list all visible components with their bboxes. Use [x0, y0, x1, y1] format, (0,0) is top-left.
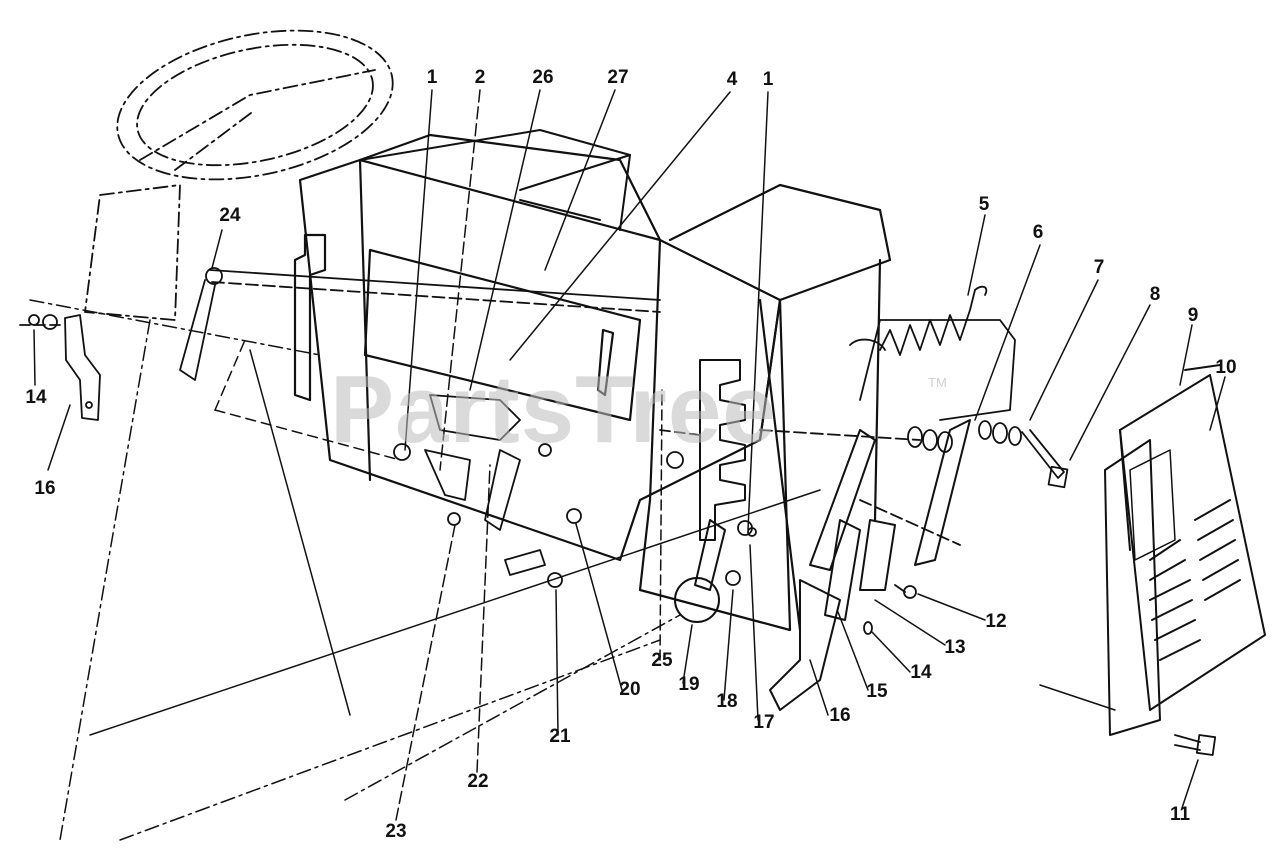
- callout-5: 5: [978, 194, 990, 215]
- shaft: [179, 267, 661, 381]
- top-cover: [359, 129, 631, 231]
- shift-gate: [699, 359, 746, 541]
- callout-25: 25: [651, 650, 673, 671]
- callout-22: 22: [467, 771, 489, 792]
- callout-17: 17: [753, 712, 775, 733]
- callout-19: 19: [678, 674, 700, 695]
- callout-7: 7: [1093, 257, 1105, 278]
- left-bracket: [19, 314, 101, 421]
- side-panel: [1104, 364, 1266, 736]
- callout-4: 4: [726, 69, 738, 90]
- callout-13: 13: [944, 637, 966, 658]
- shift-lever: [674, 519, 726, 623]
- callout-26: 26: [532, 67, 554, 88]
- spring: [849, 285, 988, 356]
- console-hardware: [393, 394, 757, 588]
- linkage-arms: [769, 419, 971, 711]
- bolt-11: [1174, 734, 1217, 756]
- watermark: PartsTree: [330, 356, 777, 463]
- callout-20: 20: [619, 679, 641, 700]
- callout-16: 16: [34, 478, 56, 499]
- console-housing: [293, 133, 782, 562]
- callout-2: 2: [474, 67, 486, 88]
- callout-9: 9: [1187, 305, 1199, 326]
- callout-18: 18: [716, 691, 738, 712]
- callout-1: 1: [426, 67, 438, 88]
- steering-wheel: [84, 29, 394, 321]
- right-tower: [638, 183, 892, 632]
- callout-8: 8: [1149, 284, 1161, 305]
- callout-14: 14: [25, 387, 47, 408]
- callout-24: 24: [219, 205, 241, 226]
- callout-11: 11: [1169, 804, 1191, 825]
- callout-14: 14: [910, 662, 932, 683]
- watermark-tm: TM: [928, 375, 947, 390]
- frame-lines: [29, 299, 1116, 841]
- callout-12: 12: [985, 611, 1007, 632]
- callout-23: 23: [385, 821, 407, 842]
- leader-lines: [33, 89, 1226, 821]
- callout-6: 6: [1032, 222, 1044, 243]
- callout-21: 21: [549, 726, 571, 747]
- callout-10: 10: [1215, 357, 1237, 378]
- side-box: [859, 319, 1016, 421]
- callout-16: 16: [829, 705, 851, 726]
- callout-15: 15: [866, 681, 888, 702]
- callout-27: 27: [607, 67, 629, 88]
- right-hardware: [759, 420, 1069, 635]
- callout-1: 1: [762, 69, 774, 90]
